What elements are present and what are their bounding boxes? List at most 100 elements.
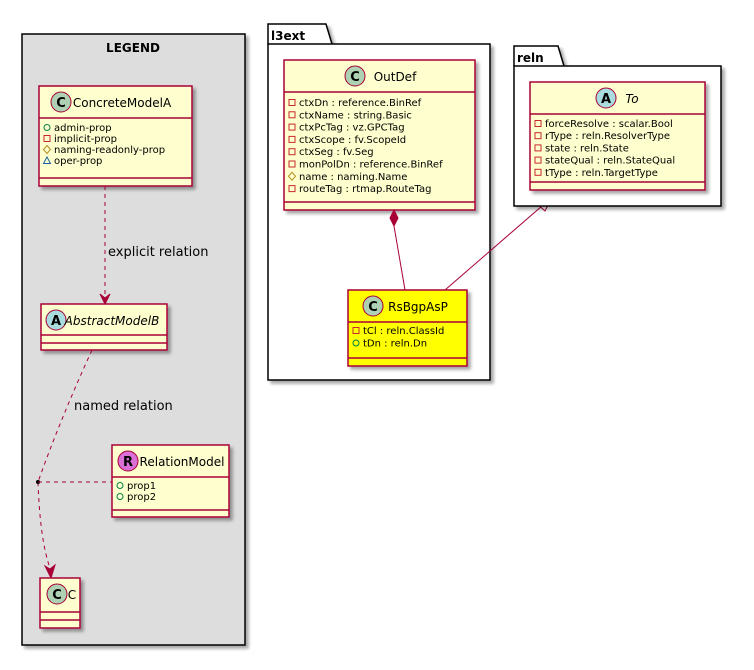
attribute-row: prop1: [116, 481, 156, 492]
attribute-row: rType : reln.ResolverType: [534, 131, 670, 142]
private-visibility-icon: [288, 111, 296, 119]
named-relation-label: named relation: [74, 399, 173, 414]
protected-visibility-icon: [287, 171, 297, 182]
public-visibility-icon: [43, 124, 51, 131]
class-name: OutDef: [374, 70, 417, 84]
stereotype-letter: C: [350, 70, 360, 85]
attribute-text: oper-prop: [54, 156, 102, 167]
stereotype-letter: R: [123, 455, 133, 470]
class-name: ConcreteModelA: [73, 96, 172, 110]
attribute-row: ctxName : string.Basic: [288, 110, 412, 121]
private-visibility-icon: [288, 123, 296, 131]
private-visibility-icon: [534, 156, 542, 164]
attribute-text: stateQual : reln.StateQual: [545, 156, 675, 167]
package-name: reln: [517, 51, 544, 65]
abstract-stereotype-icon: [45, 309, 67, 331]
attribute-text: forceResolve : scalar.Bool: [545, 119, 673, 130]
private-visibility-icon: [43, 135, 51, 142]
named-relation-edge: named relation: [36, 349, 173, 580]
attribute-row: stateQual : reln.StateQual: [534, 156, 675, 167]
class-stereotype-icon: [362, 295, 384, 317]
attribute-row: tType : reln.TargetType: [534, 168, 658, 179]
class-outdef[interactable]: C OutDef ctxDn : reference.BinRefctxName…: [283, 59, 476, 211]
attribute-text: routeTag : rtmap.RouteTag: [299, 184, 431, 195]
attribute-row: state : reln.State: [534, 143, 629, 154]
attribute-row: tCl : reln.ClassId: [352, 326, 444, 337]
class-stereotype-icon: [50, 91, 72, 113]
private-visibility-icon: [288, 148, 296, 156]
attribute-row: prop2: [116, 492, 156, 503]
attribute-text: tCl : reln.ClassId: [363, 326, 444, 337]
attribute-text: ctxPcTag : vz.GPCTag: [299, 123, 405, 134]
attribute-text: implicit-prop: [54, 134, 117, 145]
private-visibility-icon: [534, 144, 542, 152]
attribute-row: ctxScope : fv.ScopeId: [288, 135, 406, 146]
legend-title: LEGEND: [106, 41, 160, 55]
package-name: l3ext: [271, 29, 305, 43]
class-name: AbstractModelB: [64, 314, 160, 328]
attribute-row: name : naming.Name: [287, 171, 407, 183]
stereotype-letter: C: [56, 96, 66, 111]
private-visibility-icon: [534, 120, 542, 127]
class-abstract-model-b[interactable]: A AbstractModelB: [40, 303, 168, 351]
attribute-text: ctxDn : reference.BinRef: [299, 98, 422, 109]
private-visibility-icon: [534, 168, 542, 176]
class-rsbgpasp[interactable]: C RsBgpAsP tCl : reln.ClassId tDn : reln.…: [347, 289, 468, 367]
stereotype-letter: A: [51, 314, 61, 329]
private-visibility-icon: [288, 99, 296, 106]
composition-edge: [389, 208, 406, 291]
public-visibility-icon: [352, 339, 360, 347]
attribute-text: ctxSeg : fv.Seg: [299, 147, 374, 158]
attribute-text: state : reln.State: [545, 143, 629, 154]
public-visibility-icon: [116, 493, 124, 500]
class-name: To: [625, 92, 638, 106]
explicit-relation-label: explicit relation: [108, 245, 208, 260]
class-concrete-model-a[interactable]: C ConcreteModelA admin-propimplicit-prop…: [38, 85, 193, 187]
attribute-list: admin-propimplicit-propnaming-readonly-p…: [42, 123, 165, 167]
class-c[interactable]: C C: [39, 577, 81, 629]
attribute-row: naming-readonly-prop: [42, 144, 165, 156]
attribute-row: ctxSeg : fv.Seg: [288, 147, 374, 158]
class-name: C: [68, 588, 76, 602]
attribute-row: implicit-prop: [43, 134, 117, 145]
attribute-row: monPolDn : reference.BinRef: [288, 160, 443, 171]
class-name: RelationModel: [140, 455, 225, 469]
attribute-text: ctxName : string.Basic: [299, 110, 412, 121]
attribute-row: forceResolve : scalar.Bool: [534, 119, 673, 130]
attribute-text: rType : reln.ResolverType: [545, 131, 670, 142]
attribute-list: tCl : reln.ClassId tDn : reln.Dn: [352, 326, 444, 350]
attribute-row: ctxDn : reference.BinRef: [288, 98, 422, 109]
attribute-text: admin-prop: [54, 123, 112, 134]
attribute-text: ctxScope : fv.ScopeId: [299, 135, 406, 146]
attribute-text: prop1: [127, 481, 156, 492]
stereotype-letter: C: [52, 588, 62, 603]
package-visibility-icon: [42, 155, 52, 164]
attribute-row: ctxPcTag : vz.GPCTag: [288, 123, 405, 134]
attribute-text: tDn : reln.Dn: [363, 339, 427, 350]
attribute-text: naming-readonly-prop: [54, 145, 165, 156]
public-visibility-icon: [116, 482, 124, 489]
private-visibility-icon: [288, 185, 296, 193]
protected-visibility-icon: [42, 144, 52, 155]
attribute-text: name : naming.Name: [299, 172, 407, 183]
stereotype-letter: C: [368, 300, 378, 315]
relation-stereotype-icon: [117, 450, 139, 472]
private-visibility-icon: [288, 160, 296, 168]
private-visibility-icon: [288, 135, 296, 143]
attribute-text: tType : reln.TargetType: [545, 168, 658, 179]
class-stereotype-icon: [46, 583, 68, 605]
attribute-text: monPolDn : reference.BinRef: [299, 160, 443, 171]
explicit-relation-edge: explicit relation: [99, 186, 208, 306]
stereotype-letter: A: [601, 92, 611, 107]
attribute-row: oper-prop: [42, 155, 102, 167]
attribute-row: admin-prop: [43, 123, 112, 134]
class-name: RsBgpAsP: [388, 300, 448, 314]
attribute-row: routeTag : rtmap.RouteTag: [288, 184, 431, 195]
abstract-stereotype-icon: [595, 87, 617, 109]
